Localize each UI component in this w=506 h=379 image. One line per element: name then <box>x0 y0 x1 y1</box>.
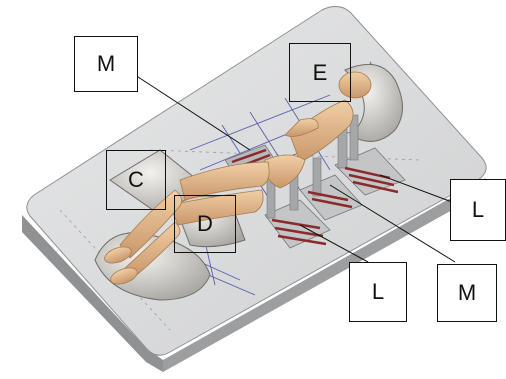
callout-l-right: L <box>450 179 506 241</box>
callout-c-label: C <box>128 167 144 192</box>
board-front-face <box>22 215 163 372</box>
callout-c: C <box>106 150 166 210</box>
callout-e: E <box>289 43 351 102</box>
callout-l-right-label: L <box>471 197 485 222</box>
mannequin-upper-arm <box>284 118 319 137</box>
leader-line-m-bottom <box>329 184 456 263</box>
callout-m-bottom-label: M <box>457 280 477 305</box>
mannequin-torso <box>289 99 354 163</box>
mannequin-figure <box>104 71 372 285</box>
callout-m-top-label: M <box>96 51 116 76</box>
mannequin-head <box>338 71 372 99</box>
leader-line-m-top <box>134 74 251 151</box>
board-right-face <box>163 178 486 372</box>
callout-m-top: M <box>74 36 138 92</box>
mannequin-foot-upper <box>104 246 132 264</box>
mannequin-shin-upper <box>119 189 183 259</box>
callout-e-label: E <box>312 59 328 85</box>
mannequin-foot-lower <box>110 267 138 285</box>
support-block-lower <box>264 169 331 249</box>
mannequin-thigh-upper <box>179 161 270 201</box>
callout-d: D <box>174 195 236 253</box>
leader-line-l-right <box>379 174 453 203</box>
callout-l-bottom: L <box>349 262 407 322</box>
callout-d-label: D <box>197 211 213 236</box>
callout-m-bottom: M <box>437 264 497 322</box>
leader-line-l-bottom <box>299 224 369 263</box>
callout-l-bottom-label: L <box>371 279 385 304</box>
mannequin-thigh-lower <box>169 189 264 226</box>
mannequin-shin-lower <box>124 221 181 279</box>
